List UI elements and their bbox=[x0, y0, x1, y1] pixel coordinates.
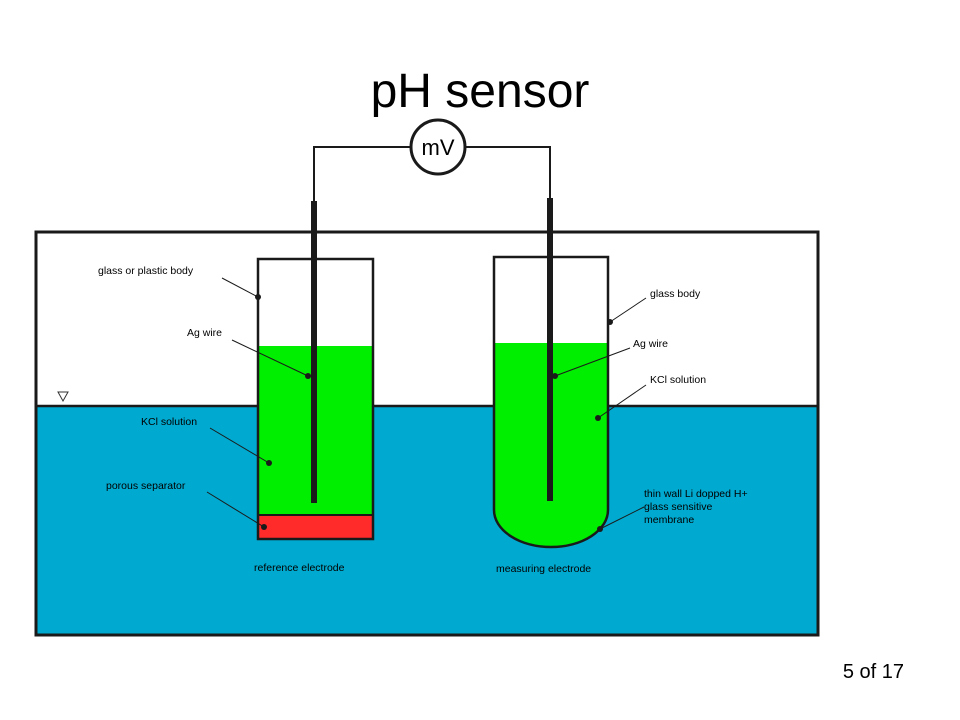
label-reference-ag-wire: Ag wire bbox=[187, 327, 222, 339]
slide-title: pH sensor bbox=[370, 65, 590, 118]
label-measuring-kcl-solution: KCl solution bbox=[650, 374, 706, 386]
water-level-marker-icon bbox=[57, 391, 69, 403]
reference-electrode bbox=[256, 201, 375, 541]
label-membrane-line-3: membrane bbox=[644, 514, 694, 526]
circuit-wire-left bbox=[313, 146, 410, 201]
label-reference-kcl-solution: KCl solution bbox=[141, 416, 197, 428]
container-outline bbox=[34, 230, 820, 637]
page-number: 5 of 17 bbox=[842, 661, 904, 683]
voltmeter-label: mV bbox=[422, 135, 455, 160]
label-porous-separator: porous separator bbox=[106, 480, 186, 492]
label-glass-body: glass body bbox=[650, 288, 701, 300]
label-glass-or-plastic-body: glass or plastic body bbox=[98, 265, 194, 277]
measuring-body-outline bbox=[492, 255, 610, 549]
reference-ag-wire bbox=[311, 201, 317, 503]
caption-measuring-electrode: measuring electrode bbox=[496, 563, 591, 575]
porous-separator bbox=[257, 514, 374, 540]
measuring-leaders bbox=[552, 297, 647, 532]
reference-leaders bbox=[206, 277, 311, 530]
circuit-wire-right bbox=[466, 146, 551, 198]
voltmeter-icon bbox=[409, 118, 467, 176]
label-membrane-line-2: glass sensitive bbox=[644, 501, 712, 513]
reference-body-outline bbox=[256, 257, 375, 541]
label-membrane-line-1: thin wall Li dopped H+ bbox=[644, 488, 748, 500]
measuring-electrode bbox=[492, 198, 610, 549]
label-measuring-ag-wire: Ag wire bbox=[633, 338, 668, 350]
measuring-ag-wire bbox=[547, 198, 553, 501]
water-bath bbox=[36, 406, 818, 635]
caption-reference-electrode: reference electrode bbox=[254, 562, 345, 574]
